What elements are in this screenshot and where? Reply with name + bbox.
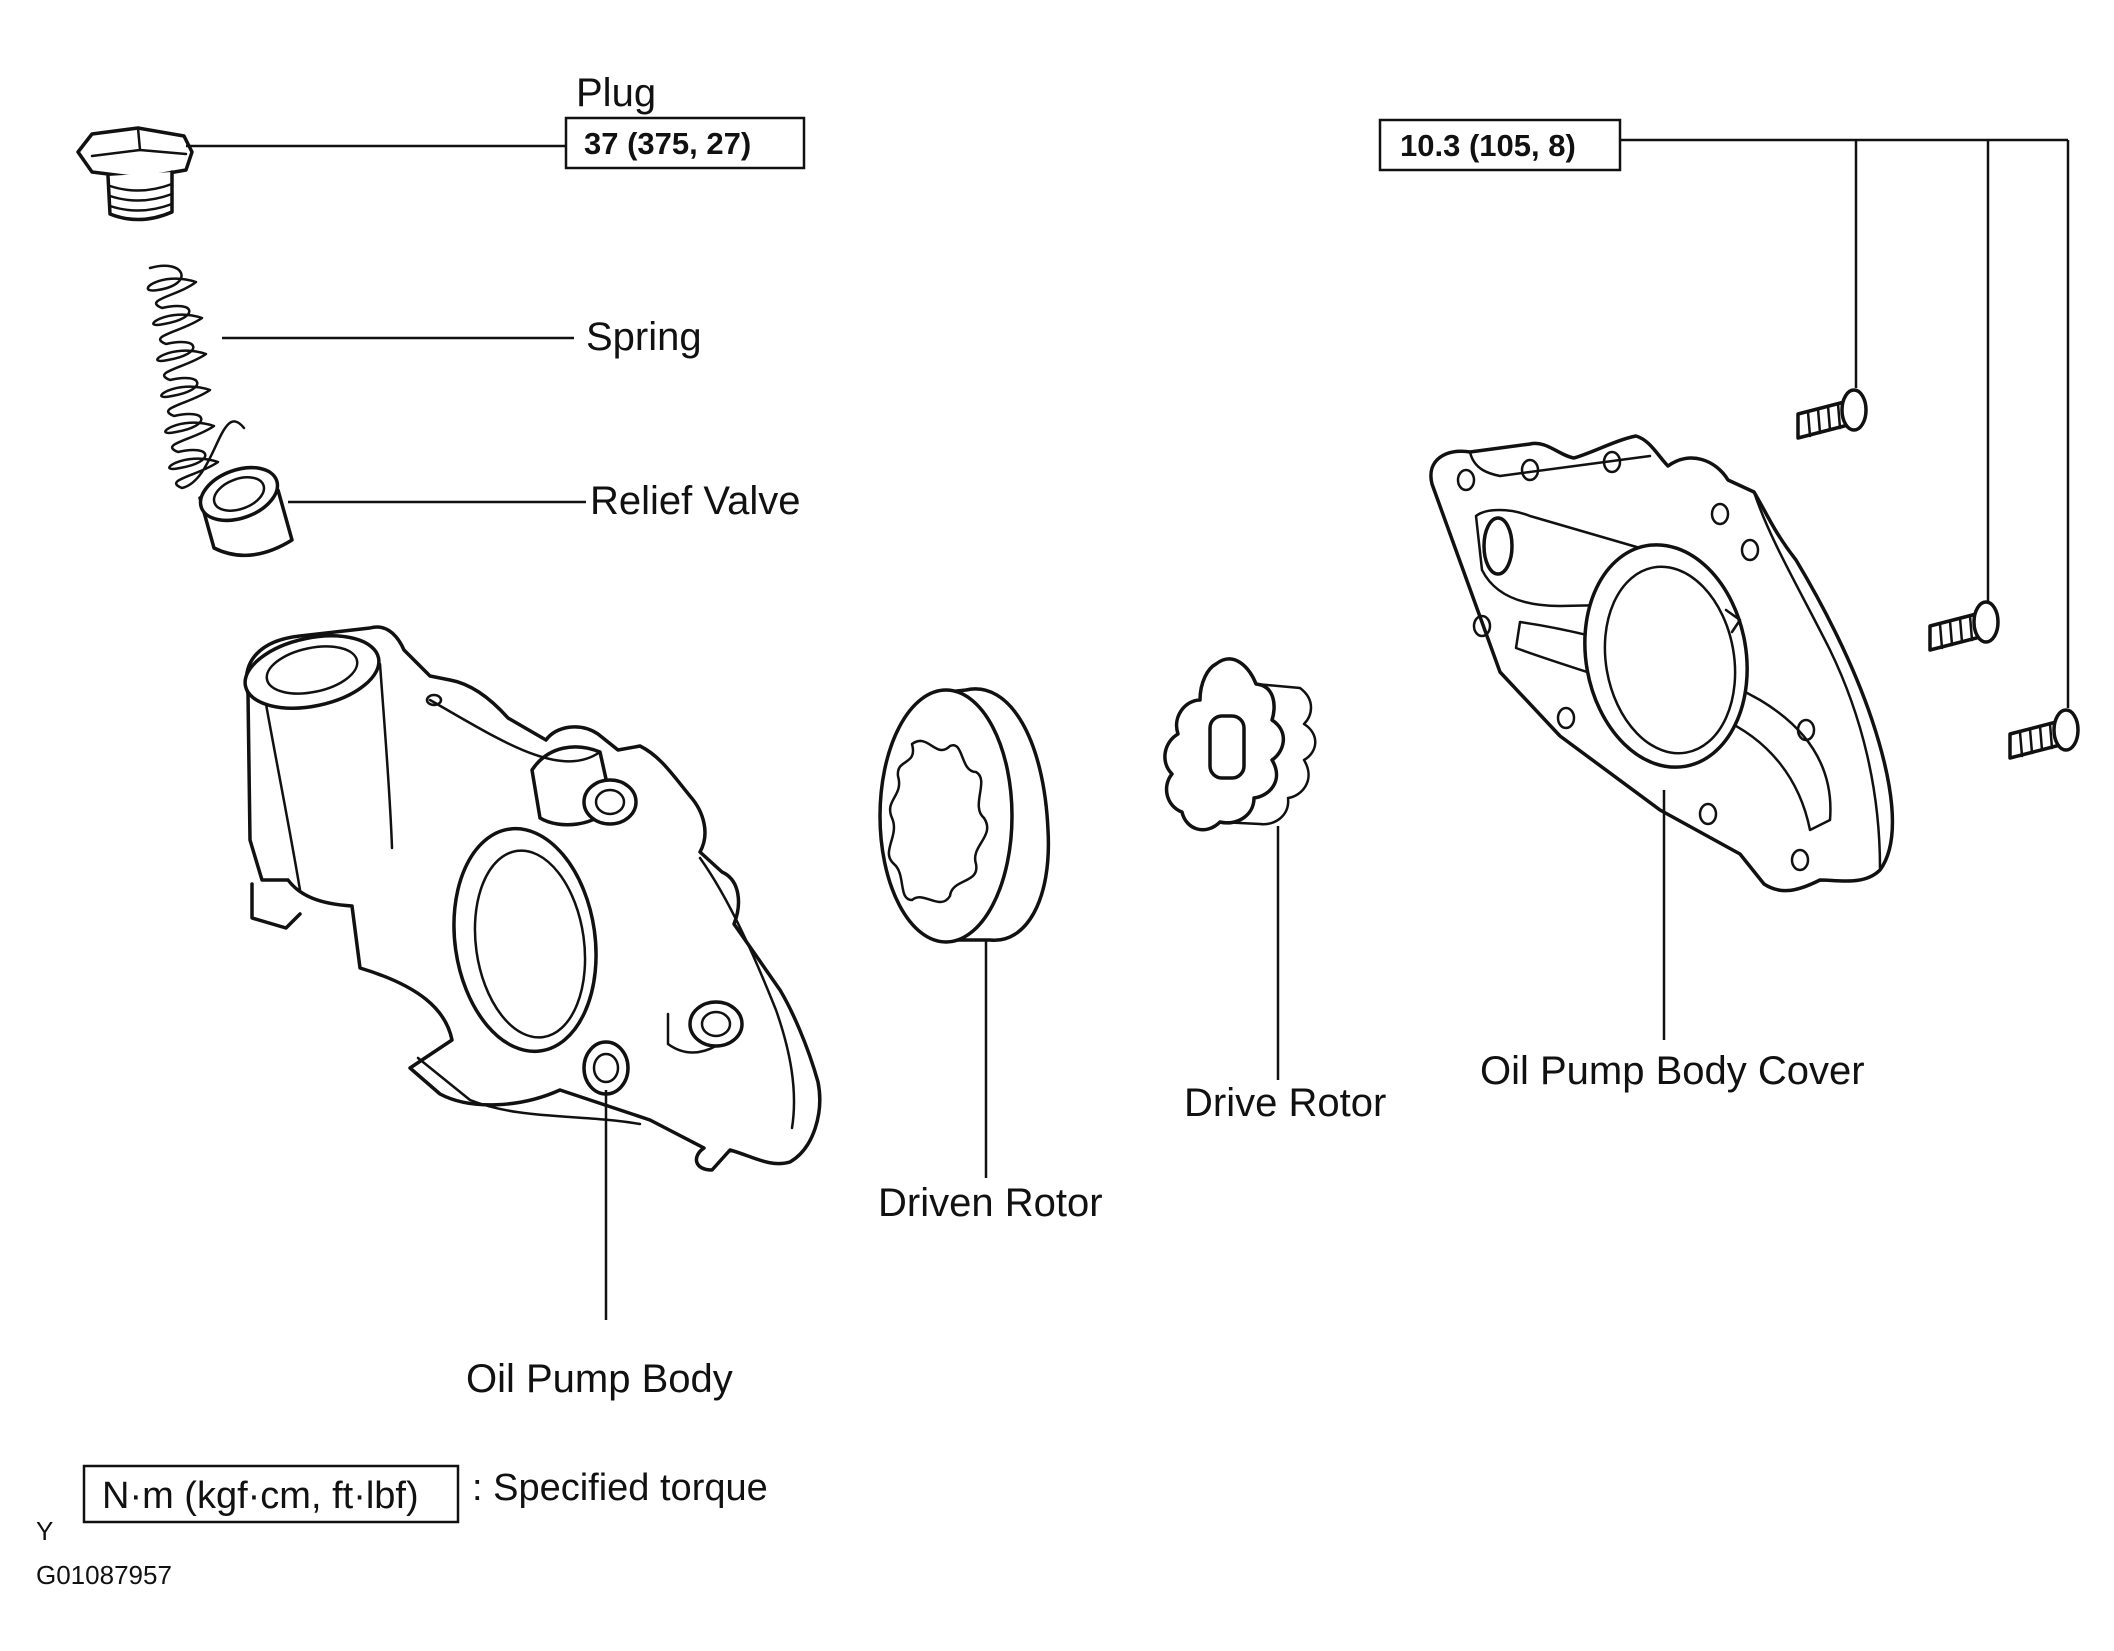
plug-label: Plug bbox=[576, 71, 656, 115]
drive-rotor-part bbox=[1163, 657, 1317, 832]
cover-bolt-3 bbox=[2008, 708, 2080, 760]
plug-torque-box bbox=[564, 116, 806, 170]
legend-description: : Specified torque bbox=[472, 1467, 768, 1509]
cover-bolts-leader bbox=[1620, 138, 2070, 708]
cover-bolt-2 bbox=[1928, 600, 2000, 652]
oil-pump-body-label: Oil Pump Body bbox=[466, 1357, 733, 1401]
spring-part bbox=[146, 264, 246, 490]
footer-marker: Y bbox=[36, 1516, 53, 1546]
plug-part bbox=[76, 126, 194, 222]
cover-bolts-torque-value: 10.3 (105, 8) bbox=[1400, 128, 1576, 163]
driven-rotor-part bbox=[878, 687, 1051, 944]
oil-pump-body-part bbox=[243, 625, 822, 1172]
relief-valve-label: Relief Valve bbox=[590, 479, 800, 523]
oil-pump-body-cover-label: Oil Pump Body Cover bbox=[1480, 1049, 1865, 1093]
drive-rotor-label: Drive Rotor bbox=[1184, 1081, 1386, 1125]
figure-id: G01087957 bbox=[36, 1560, 172, 1590]
oil-pump-body-cover-part bbox=[1429, 434, 1895, 893]
cover-bolts-torque-box bbox=[1378, 118, 1622, 172]
legend-unit-text: N·m (kgf·cm, ft·lbf) bbox=[102, 1475, 419, 1517]
legend-unit-box bbox=[82, 1464, 460, 1524]
driven-rotor-label: Driven Rotor bbox=[878, 1181, 1103, 1225]
plug-torque-value: 37 (375, 27) bbox=[584, 126, 751, 161]
relief-valve-part bbox=[198, 465, 294, 558]
spring-label: Spring bbox=[586, 315, 702, 359]
cover-bolt-1 bbox=[1796, 388, 1868, 440]
